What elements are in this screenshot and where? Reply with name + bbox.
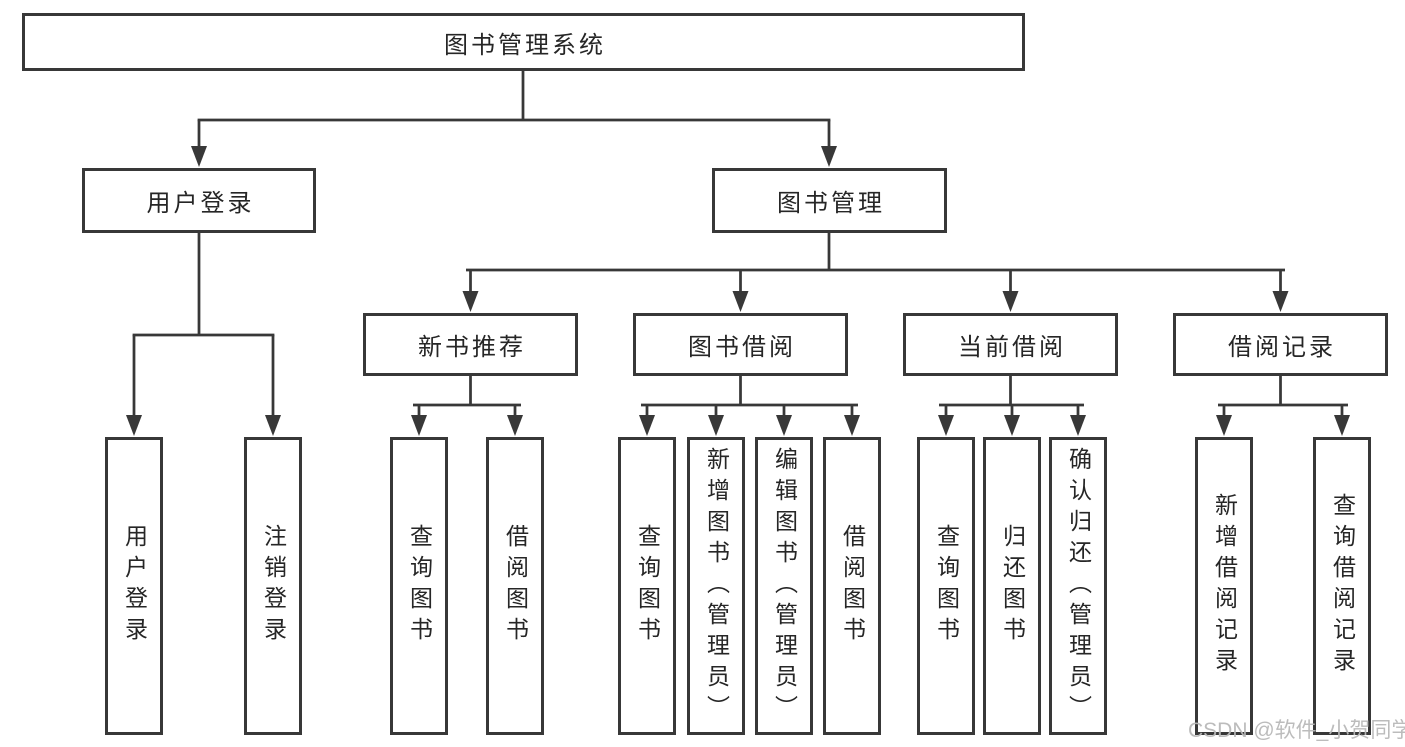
- leaf-borrow-borrow-books-label: 借阅图书: [839, 524, 866, 648]
- node-root-label: 图书管理系统: [444, 31, 606, 59]
- leaf-records-query-record-label: 查询借阅记录: [1329, 493, 1356, 679]
- leaf-current-return-books: 归还图书: [983, 437, 1041, 735]
- leaf-newbook-borrow-books: 借阅图书: [486, 437, 544, 735]
- node-user-login: 用户登录: [82, 168, 316, 233]
- leaf-borrow-edit-books-admin-label: 编辑图书（管理员）: [771, 446, 798, 726]
- leaf-borrow-add-books-admin: 新增图书（管理员）: [687, 437, 745, 735]
- leaf-logout: 注销登录: [244, 437, 302, 735]
- connectors-root-to-level2: [191, 70, 837, 167]
- leaf-borrow-borrow-books: 借阅图书: [823, 437, 881, 735]
- leaf-records-add-record: 新增借阅记录: [1195, 437, 1253, 735]
- connectors-login-to-leaves: [126, 233, 281, 436]
- leaf-newbook-query-books-label: 查询图书: [406, 524, 433, 648]
- leaf-logout-label: 注销登录: [260, 524, 287, 648]
- leaf-current-query-books-label: 查询图书: [933, 524, 960, 648]
- leaf-records-query-record: 查询借阅记录: [1313, 437, 1371, 735]
- node-borrow-records-label: 借阅记录: [1228, 334, 1336, 361]
- leaf-borrow-query-books-label: 查询图书: [634, 524, 661, 648]
- node-borrow-records: 借阅记录: [1173, 313, 1388, 376]
- node-new-book-recommend-label: 新书推荐: [418, 334, 526, 361]
- csdn-watermark: CSDN @软件_小贺同学: [1188, 719, 1405, 742]
- connectors-records-to-leaves: [1216, 376, 1350, 436]
- leaf-current-query-books: 查询图书: [917, 437, 975, 735]
- leaf-newbook-query-books: 查询图书: [390, 437, 448, 735]
- node-book-management-label: 图书管理: [777, 190, 885, 217]
- node-user-login-label: 用户登录: [146, 190, 255, 217]
- leaf-user-login: 用户登录: [105, 437, 163, 735]
- leaf-current-confirm-return-admin-label: 确认归还（管理员）: [1065, 446, 1092, 726]
- leaf-borrow-add-books-admin-label: 新增图书（管理员）: [703, 446, 730, 726]
- node-book-borrow: 图书借阅: [633, 313, 848, 376]
- leaf-borrow-edit-books-admin: 编辑图书（管理员）: [755, 437, 813, 735]
- leaf-records-add-record-label: 新增借阅记录: [1211, 493, 1238, 679]
- node-root: 图书管理系统: [22, 13, 1025, 71]
- leaf-current-return-books-label: 归还图书: [999, 524, 1026, 648]
- leaf-newbook-borrow-books-label: 借阅图书: [502, 524, 529, 648]
- leaf-user-login-label: 用户登录: [121, 524, 148, 648]
- connectors-borrow-to-leaves: [639, 376, 860, 436]
- node-current-borrow-label: 当前借阅: [958, 334, 1066, 361]
- connectors-management-to-level3: [462, 233, 1289, 312]
- node-book-management: 图书管理: [712, 168, 947, 233]
- connectors-current-to-leaves: [938, 376, 1086, 436]
- connectors-newbook-to-leaves: [411, 376, 523, 436]
- node-current-borrow: 当前借阅: [903, 313, 1118, 376]
- node-book-borrow-label: 图书借阅: [688, 334, 796, 361]
- leaf-borrow-query-books: 查询图书: [618, 437, 676, 735]
- leaf-current-confirm-return-admin: 确认归还（管理员）: [1049, 437, 1107, 735]
- node-new-book-recommend: 新书推荐: [363, 313, 578, 376]
